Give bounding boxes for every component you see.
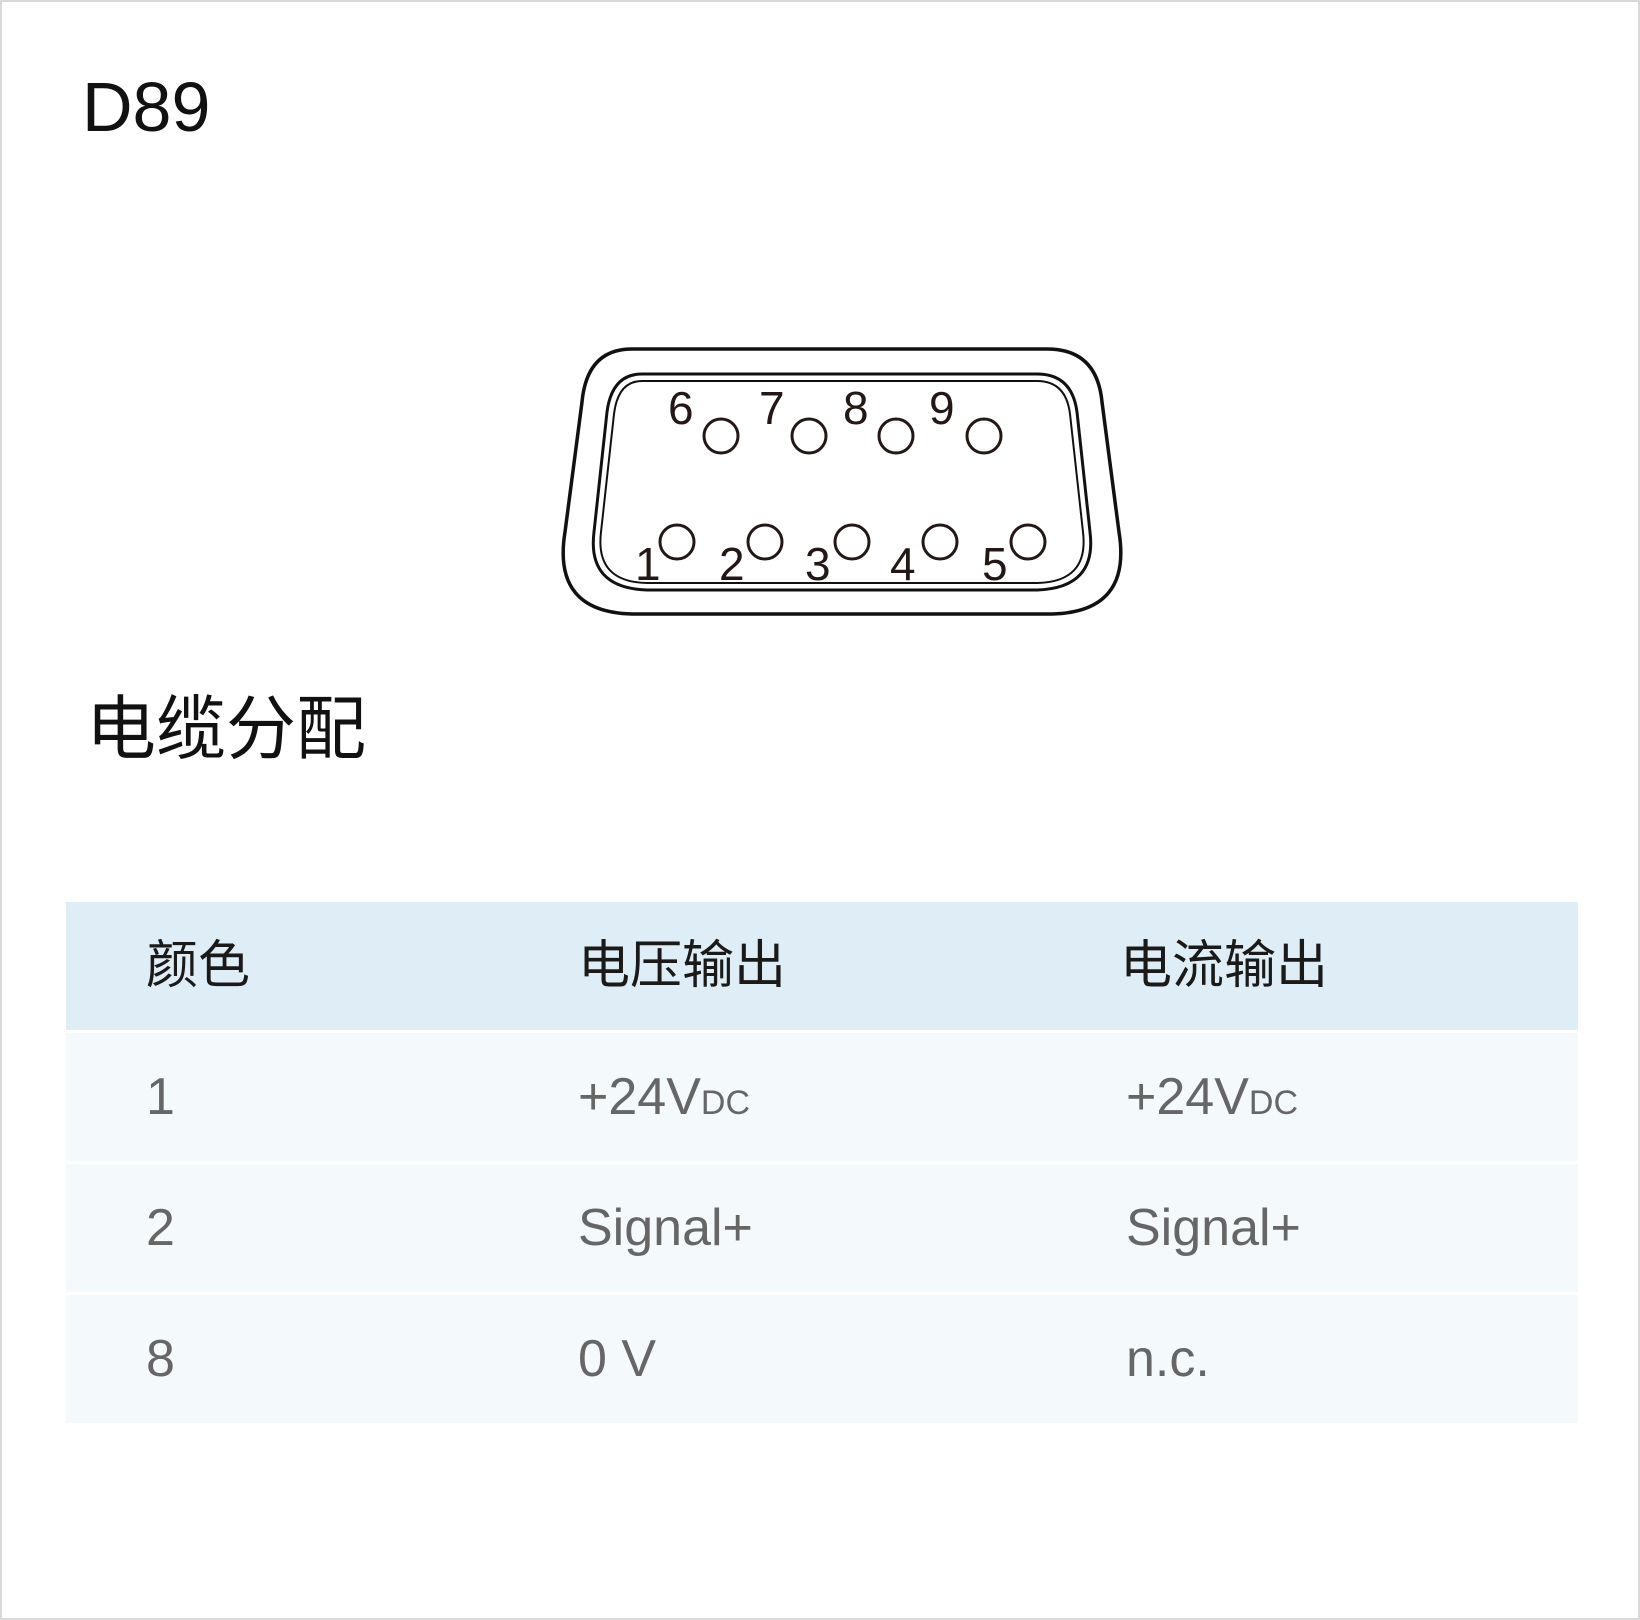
- cell-voltage: 0 V: [578, 1330, 657, 1388]
- pin-5: 5: [982, 523, 1047, 590]
- pin-6: 6: [668, 382, 740, 455]
- unit-subscript: DC: [700, 1084, 750, 1122]
- pin-label: 9: [929, 382, 955, 434]
- connector-inner-shell: [591, 372, 1093, 592]
- header-color: 颜色: [146, 936, 251, 996]
- pin-3: 3: [805, 523, 871, 590]
- cable-assignment-table: 颜色 电压输出 电流输出 1 +24VDC +24VDC 2 Signal+ S…: [66, 902, 1578, 1426]
- pin-label: 3: [805, 538, 831, 590]
- pin-label: 7: [759, 382, 785, 434]
- pin-4: 4: [890, 523, 959, 590]
- table-row: 2 Signal+ Signal+: [66, 1164, 1578, 1295]
- pin-2: 2: [719, 523, 784, 590]
- d-sub-connector-diagram: 6 7 8 9 1 2 3 4: [561, 347, 1123, 616]
- pin-1: 1: [635, 523, 696, 590]
- cell-pin: 2: [146, 1199, 175, 1257]
- value-text: +24V: [578, 1068, 701, 1126]
- cell-voltage: Signal+: [578, 1199, 753, 1257]
- unit-subscript: DC: [1248, 1084, 1298, 1122]
- value-text: +24V: [1126, 1068, 1249, 1126]
- cell-voltage: +24VDC: [578, 1033, 750, 1161]
- pin-label: 5: [982, 538, 1008, 590]
- pin-9: 9: [929, 382, 1003, 455]
- pin-label: 6: [668, 382, 694, 434]
- cell-pin: 8: [146, 1330, 175, 1388]
- connector-title: D89: [82, 68, 211, 146]
- cell-pin: 1: [146, 1068, 175, 1126]
- header-voltage-output: 电压输出: [578, 936, 787, 996]
- table-row: 1 +24VDC +24VDC: [66, 1033, 1578, 1164]
- cable-assignment-heading: 电缆分配: [86, 688, 366, 770]
- connector-outer-shell: [561, 347, 1123, 616]
- cell-current: +24VDC: [1126, 1033, 1298, 1161]
- pin-8: 8: [843, 382, 915, 455]
- pin-label: 4: [890, 538, 916, 590]
- pin-label: 8: [843, 382, 869, 434]
- pin-7: 7: [759, 382, 828, 455]
- cell-current: Signal+: [1126, 1199, 1301, 1257]
- pin-label: 2: [719, 538, 745, 590]
- pin-label: 1: [635, 538, 661, 590]
- table-row: 8 0 V n.c.: [66, 1295, 1578, 1426]
- connector-inner-shell-inner-line: [599, 380, 1085, 584]
- header-current-output: 电流输出: [1120, 936, 1329, 996]
- table-header-row: 颜色 电压输出 电流输出: [66, 902, 1578, 1033]
- cell-current: n.c.: [1126, 1330, 1210, 1388]
